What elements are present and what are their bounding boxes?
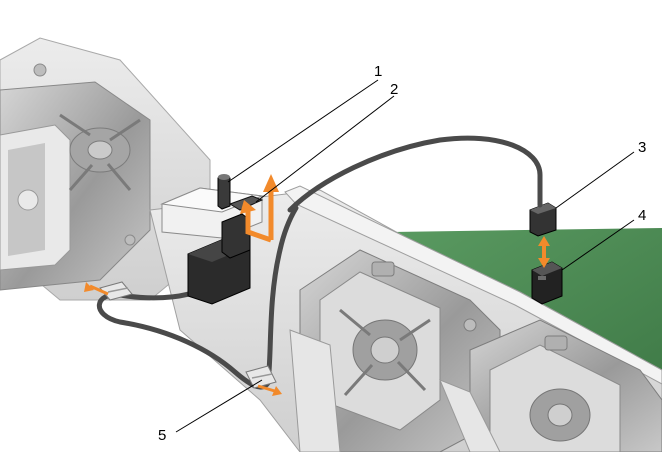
intrusion-switch-cable-plug xyxy=(529,202,557,237)
intrusion-switch-plunger xyxy=(217,174,231,210)
fan-module-2 xyxy=(469,319,662,452)
callout-4: 4 xyxy=(638,207,646,224)
callout-2: 2 xyxy=(390,81,398,98)
cable-clip-right xyxy=(245,365,277,389)
intrusion-switch-assembly xyxy=(160,174,264,305)
callout-5: 5 xyxy=(158,427,166,444)
front-grille xyxy=(289,329,501,452)
callout-3: 3 xyxy=(638,139,646,156)
callout-leaders xyxy=(175,79,635,433)
intrusion-switch-cable-upper xyxy=(287,135,543,213)
cable-clip-left xyxy=(99,281,133,301)
system-board-connector xyxy=(531,261,563,305)
callout-1: 1 xyxy=(374,63,382,80)
